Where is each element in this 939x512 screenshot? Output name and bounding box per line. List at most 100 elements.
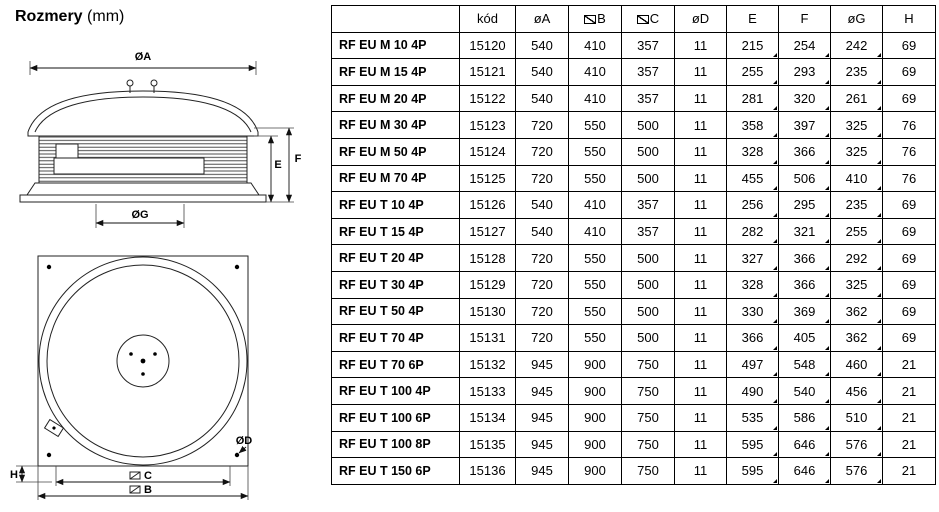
table-cell: 550: [568, 297, 622, 326]
row-model-label: RF EU T 20 4P: [331, 244, 460, 272]
table-cell: 500: [621, 244, 675, 272]
side-view-drawing: ØA ØG E F: [19, 51, 302, 228]
table-cell: 720: [515, 297, 569, 326]
hub-bolt: [141, 372, 145, 376]
fan-cover: [27, 90, 259, 137]
table-cell: 255: [830, 217, 883, 246]
fan-cover-rim: [34, 96, 252, 133]
table-cell: 357: [621, 84, 675, 113]
square-symbol: [636, 15, 649, 25]
base-skirt: [26, 182, 260, 196]
motor-tray: [53, 157, 205, 175]
hub-bolt: [129, 352, 133, 356]
table-cell: 535: [726, 403, 779, 432]
table-cell: 325: [830, 270, 883, 299]
table-cell: 540: [515, 31, 569, 60]
table-cell: 410: [568, 217, 622, 246]
top-view-drawing: ØD C B H: [10, 255, 253, 500]
table-cell: 11: [674, 164, 727, 193]
col-header-d: øD: [674, 5, 727, 33]
dim-label-b: B: [144, 484, 152, 496]
table-cell: 11: [674, 244, 727, 272]
table-cell: 11: [674, 403, 727, 432]
table-cell: 548: [778, 350, 831, 379]
table-cell: 357: [621, 191, 675, 219]
table-cell: 15129: [459, 270, 516, 299]
motor-box: [55, 143, 79, 159]
dim-label-a: ØA: [135, 51, 152, 63]
row-model-label: RF EU T 15 4P: [331, 217, 460, 246]
table-cell: 255: [726, 58, 779, 86]
table-cell: 357: [621, 217, 675, 246]
table-cell: 646: [778, 430, 831, 459]
table-cell: 76: [882, 137, 936, 166]
table-cell: 11: [674, 217, 727, 246]
table-cell: 15122: [459, 84, 516, 113]
row-model-label: RF EU T 100 8P: [331, 430, 460, 459]
table-cell: 11: [674, 111, 727, 139]
table-cell: 369: [778, 297, 831, 326]
table-cell: 11: [674, 270, 727, 299]
bolt-icon: [150, 79, 158, 87]
table-cell: 76: [882, 164, 936, 193]
table-cell: 320: [778, 84, 831, 113]
table-cell: 328: [726, 270, 779, 299]
table-cell: 76: [882, 111, 936, 139]
table-cell: 750: [621, 403, 675, 432]
table-cell: 15125: [459, 164, 516, 193]
table-cell: 15130: [459, 297, 516, 326]
table-cell: 261: [830, 84, 883, 113]
table-cell: 397: [778, 111, 831, 139]
dim-leader-d: [238, 445, 247, 454]
table-cell: 21: [882, 350, 936, 379]
table-cell: 15126: [459, 191, 516, 219]
col-header-b: B: [568, 5, 622, 33]
table-cell: 540: [515, 58, 569, 86]
table-cell: 321: [778, 217, 831, 246]
table-cell: 11: [674, 84, 727, 113]
table-cell: 550: [568, 164, 622, 193]
base-plate: [19, 194, 267, 203]
dim-label-c: C: [144, 470, 152, 482]
table-cell: 292: [830, 244, 883, 272]
page-title-text: Rozmery: [15, 8, 83, 25]
table-cell: 69: [882, 31, 936, 60]
table-cell: 21: [882, 377, 936, 405]
mounting-hole: [234, 452, 240, 458]
table-cell: 500: [621, 164, 675, 193]
dim-label-d: ØD: [236, 435, 253, 447]
table-cell: 69: [882, 324, 936, 352]
row-model-label: RF EU T 150 6P: [331, 457, 460, 485]
row-model-label: RF EU M 70 4P: [331, 164, 460, 193]
row-model-label: RF EU T 100 6P: [331, 403, 460, 432]
table-cell: 293: [778, 58, 831, 86]
square-symbol: [584, 15, 597, 25]
table-cell: 15131: [459, 324, 516, 352]
table-cell: 15136: [459, 457, 516, 485]
table-cell: 21: [882, 403, 936, 432]
dim-label-e: E: [274, 159, 281, 171]
table-cell: 750: [621, 377, 675, 405]
col-header-c: C: [621, 5, 675, 33]
bolt-icon: [126, 79, 134, 87]
table-cell: 460: [830, 350, 883, 379]
table-cell: 327: [726, 244, 779, 272]
table-cell: 595: [726, 457, 779, 485]
table-cell: 69: [882, 217, 936, 246]
table-cell: 69: [882, 244, 936, 272]
table-cell: 15135: [459, 430, 516, 459]
table-cell: 15124: [459, 137, 516, 166]
table-cell: 410: [568, 31, 622, 60]
row-model-label: RF EU T 70 4P: [331, 324, 460, 352]
